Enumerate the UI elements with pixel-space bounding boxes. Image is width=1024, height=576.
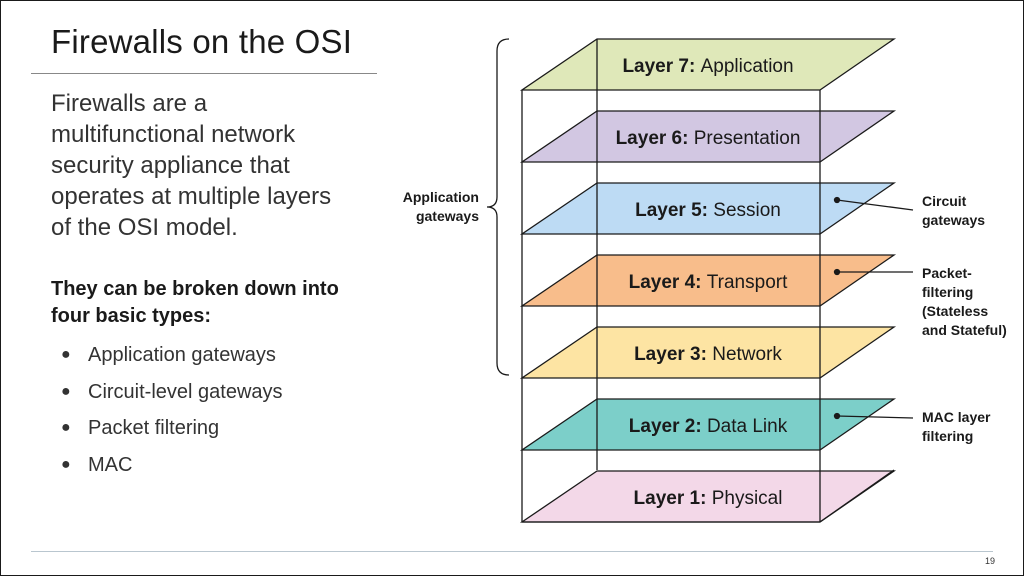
list-item-label: Application gateways xyxy=(88,344,276,366)
application-gateways-brace xyxy=(486,38,510,376)
intro-text: Firewalls are a multifunctional network … xyxy=(51,90,332,241)
page-number: 19 xyxy=(984,556,995,566)
osi-layer-number: Layer 7: xyxy=(622,56,700,77)
osi-layer-number: Layer 4: xyxy=(629,272,707,293)
label-circuit-gateways: Circuit gateways xyxy=(922,193,986,228)
osi-layer-label: Layer 1: Physical xyxy=(634,488,783,509)
osi-layer-name: Session xyxy=(713,200,781,221)
label-application-gateways: Application gateways xyxy=(402,189,479,224)
bullet-icon: ● xyxy=(61,346,71,363)
osi-layer-name: Data Link xyxy=(707,416,788,437)
list-item: ● Circuit-level gateways xyxy=(61,379,283,416)
osi-layer-label: Layer 7: Application xyxy=(622,56,793,77)
osi-layer-number: Layer 3: xyxy=(634,344,712,365)
osi-layer-name: Physical xyxy=(712,488,783,509)
types-heading: They can be broken down into four basic … xyxy=(51,278,339,327)
title-divider xyxy=(31,73,377,74)
list-item: ● Application gateways xyxy=(61,342,283,379)
connector-lines xyxy=(833,196,914,420)
osi-layer-label: Layer 4: Transport xyxy=(629,272,788,293)
footer-divider xyxy=(31,551,993,552)
bullet-icon: ● xyxy=(61,382,71,400)
osi-layer-label: Layer 5: Session xyxy=(635,200,781,221)
list-item: ● Packet filtering xyxy=(61,415,283,452)
bullet-icon: ● xyxy=(61,455,71,473)
osi-layer-number: Layer 5: xyxy=(635,200,713,221)
list-item-label: MAC xyxy=(88,453,133,476)
osi-layer-name: Application xyxy=(701,56,794,77)
osi-layer-label: Layer 3: Network xyxy=(634,344,782,365)
osi-layer-number: Layer 6: xyxy=(616,128,694,149)
osi-layer-number: Layer 2: xyxy=(629,416,707,437)
list-item: ● MAC xyxy=(61,452,283,489)
bullet-icon: ● xyxy=(61,419,71,436)
osi-layer-label: Layer 2: Data Link xyxy=(629,416,788,437)
label-packet-filtering: Packet- filtering (Stateless and Statefu… xyxy=(922,265,1007,338)
box-edges xyxy=(521,39,895,523)
osi-layer-name: Transport xyxy=(707,272,788,293)
firewall-types-list: ● Application gateways ● Circuit-level gat… xyxy=(61,342,283,488)
osi-layer-name: Network xyxy=(712,344,782,365)
osi-layer-label: Layer 6: Presentation xyxy=(616,128,801,149)
slide-title: Firewalls on the OSI xyxy=(51,23,353,60)
osi-layer-number: Layer 1: xyxy=(634,488,712,509)
list-item-label: Packet filtering xyxy=(88,417,220,439)
label-mac-layer-filtering: MAC layer filtering xyxy=(922,409,991,444)
list-item-label: Circuit-level gateways xyxy=(88,380,283,403)
osi-layer-name: Presentation xyxy=(694,128,801,149)
